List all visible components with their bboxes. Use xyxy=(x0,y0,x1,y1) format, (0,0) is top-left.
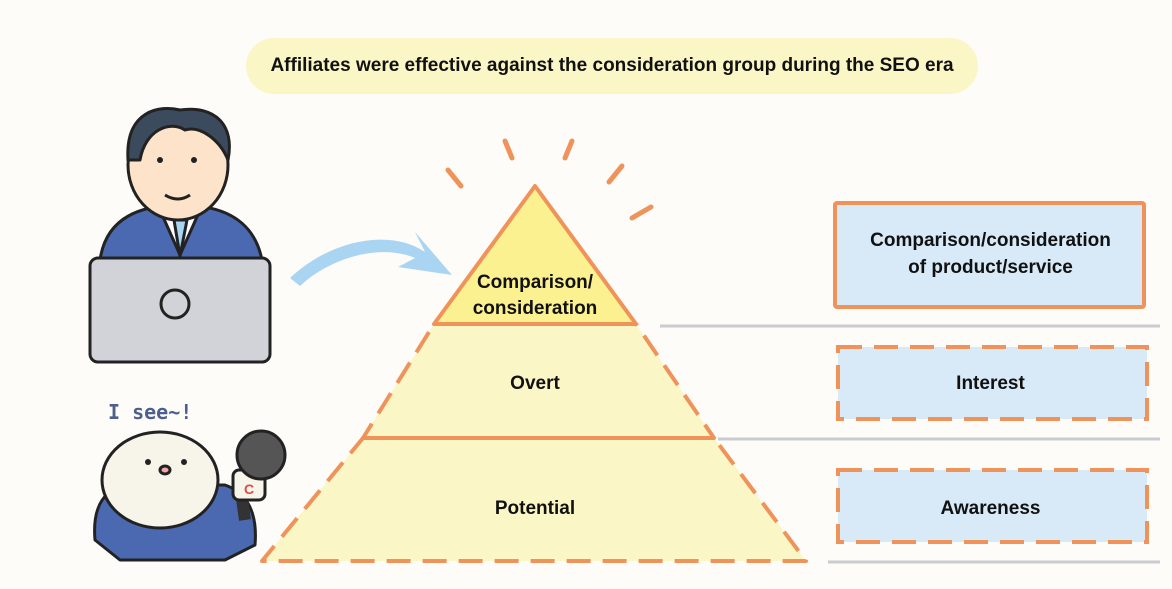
businessman-illustration xyxy=(88,106,272,364)
stage-box-interest xyxy=(836,345,1149,421)
stage-box-consideration xyxy=(833,201,1146,309)
pyramid-top-label: Comparison/ consideration xyxy=(440,270,630,322)
pyramid-top-label-line1: Comparison/ xyxy=(476,272,594,293)
stage-awareness-text: Awareness xyxy=(940,498,1041,519)
headline-text: Affiliates were effective against the co… xyxy=(270,55,954,76)
stage-box-awareness xyxy=(836,468,1149,544)
speech-text: I see~! xyxy=(108,400,193,424)
separator-lines xyxy=(660,324,1160,564)
pyramid-bottom-label: Potential xyxy=(494,498,576,519)
curved-arrow xyxy=(290,232,452,286)
stage-consideration-line1: Comparison/consideration xyxy=(870,230,1111,251)
mic-label: C xyxy=(244,481,254,497)
stage-interest-text: Interest xyxy=(956,373,1025,394)
stage-consideration-line2: of product/service xyxy=(908,257,1073,278)
stage-consideration-text: Comparison/consideration of product/serv… xyxy=(838,227,1143,281)
pyramid-top-label-line2: consideration xyxy=(472,298,598,319)
pyramid-top-tier xyxy=(432,184,638,326)
headline-bubble xyxy=(246,38,978,94)
sparkle-rays xyxy=(445,138,654,221)
pyramid-middle-label: Overt xyxy=(510,373,560,394)
funnel-pyramid xyxy=(260,184,808,563)
mascot-reporter-illustration xyxy=(93,429,287,562)
